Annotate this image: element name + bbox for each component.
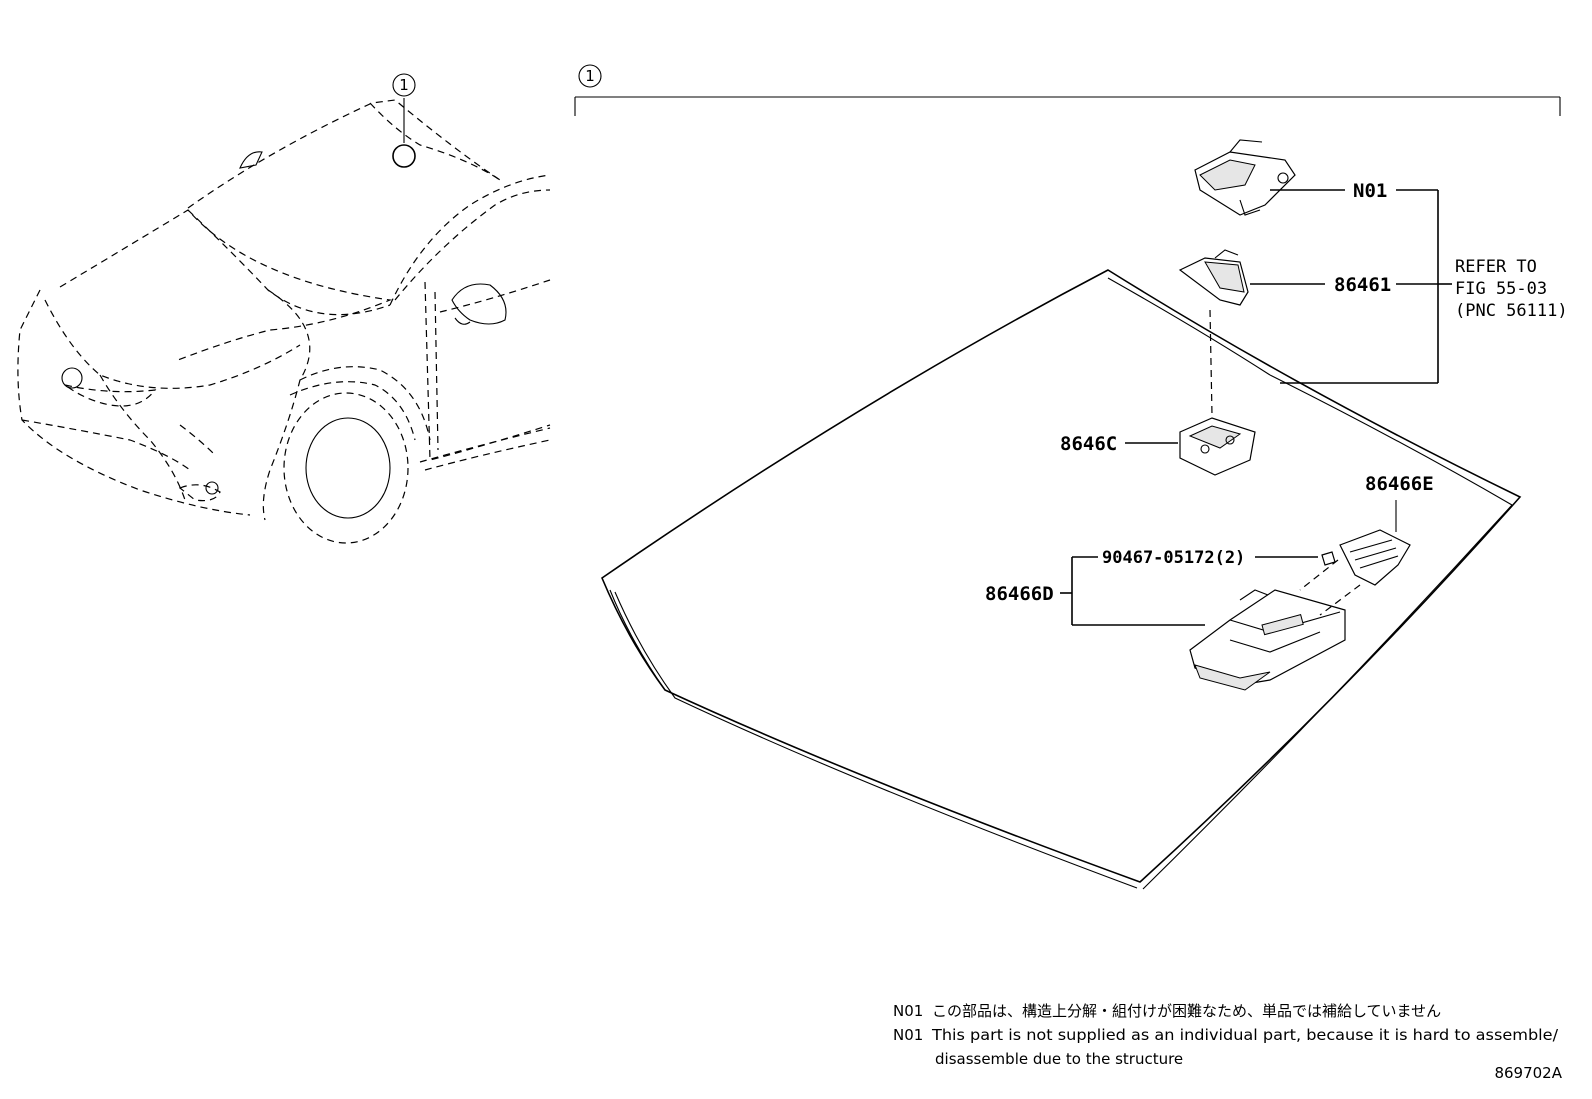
part-86466e-drawing	[1339, 529, 1411, 586]
assembly-callout-marker: 1	[585, 67, 595, 85]
car-callout-marker: 1	[399, 76, 409, 94]
assembly-bracket: 1	[574, 64, 1561, 116]
part-label-90467: 90467-05172(2)	[1102, 548, 1245, 568]
car-illustration: 1	[17, 73, 551, 544]
part-86461-drawing	[1178, 249, 1249, 306]
part-90467-drawing	[1321, 551, 1336, 566]
part-label-86466e: 86466E	[1365, 473, 1434, 495]
part-n01-drawing	[1194, 139, 1296, 216]
notes: N01 この部品は、構造上分解・組付けが困難なため、単品では補給していません N…	[893, 1002, 1559, 1068]
part-86466d-drawing	[1189, 589, 1346, 691]
reference-line-1: REFER TO	[1455, 257, 1537, 277]
windshield-glass	[601, 269, 1522, 890]
part-label-86466d: 86466D	[985, 583, 1054, 605]
note-en-text-line-1: This part is not supplied as an individu…	[931, 1026, 1559, 1044]
reference-line-3: (PNC 56111)	[1455, 301, 1568, 321]
note-jp-prefix: N01	[893, 1002, 923, 1020]
part-label-8646c: 8646C	[1060, 433, 1117, 455]
reference-bracket	[1280, 189, 1452, 384]
bracket-86466d	[1060, 556, 1205, 626]
figure-code: 869702A	[1494, 1064, 1562, 1082]
note-en-prefix: N01	[893, 1026, 923, 1044]
note-jp-text: この部品は、構造上分解・組付けが困難なため、単品では補給していません	[932, 1002, 1441, 1020]
note-en-text-line-2: disassemble due to the structure	[935, 1050, 1183, 1068]
part-8646c-drawing	[1179, 417, 1256, 476]
reference-line-2: FIG 55-03	[1455, 279, 1547, 299]
part-label-86461: 86461	[1334, 274, 1391, 296]
part-label-n01: N01	[1353, 180, 1387, 202]
